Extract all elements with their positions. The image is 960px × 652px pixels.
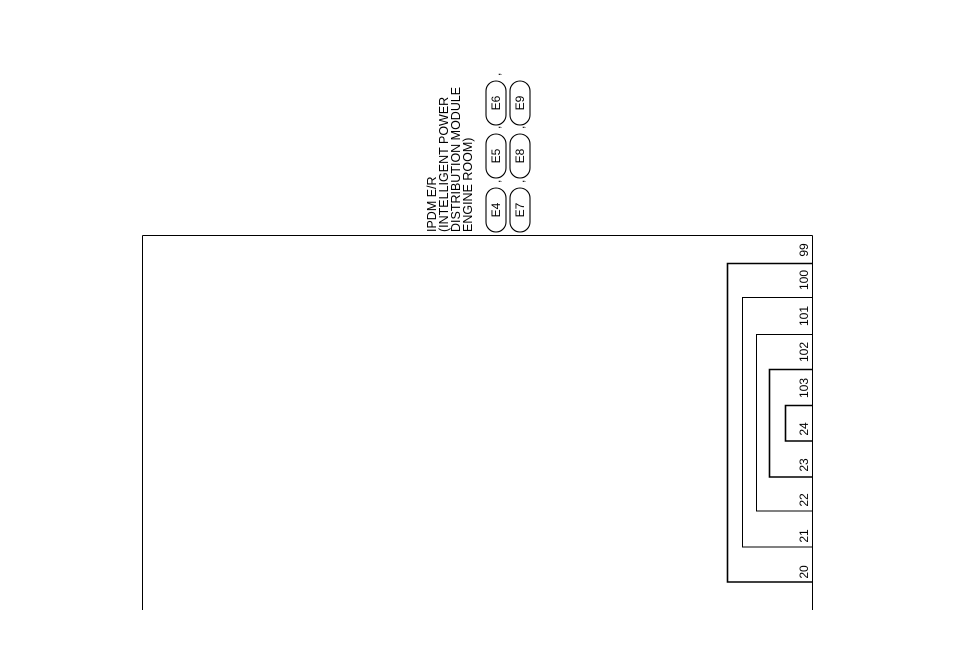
- connector-separator: ,: [489, 73, 503, 76]
- svg-text:DISTRIBUTION MODULE: DISTRIBUTION MODULE: [449, 87, 463, 232]
- connector-separator: ,: [513, 180, 527, 183]
- terminal-label: 99: [797, 243, 811, 257]
- svg-text:ENGINE ROOM): ENGINE ROOM): [461, 138, 475, 232]
- terminal-label: 102: [797, 342, 811, 362]
- svg-text:E9: E9: [513, 95, 527, 110]
- connector-e5: E5: [485, 133, 507, 179]
- connector-separator: ,: [513, 126, 527, 129]
- svg-text:E4: E4: [489, 202, 503, 217]
- loop-20-99: [726, 262, 812, 583]
- module-title: IPDM E/R (INTELLIGENT POWER DISTRIBUTION…: [425, 87, 475, 232]
- svg-text:IPDM E/R: IPDM E/R: [425, 176, 439, 232]
- svg-text:E8: E8: [513, 148, 527, 163]
- module-outline: [142, 235, 813, 610]
- connector-e6: E6: [485, 80, 507, 126]
- connector-e4: E4: [485, 187, 507, 233]
- terminal-label: 101: [797, 306, 811, 326]
- terminal-label: 23: [797, 458, 811, 472]
- connector-row-1: E4 , E5 , E6 ,: [485, 73, 507, 233]
- connector-e8: E8: [509, 133, 531, 179]
- connector-separator: ,: [489, 180, 503, 183]
- terminal-label: 103: [797, 378, 811, 398]
- svg-text:E6: E6: [489, 95, 503, 110]
- terminal-label: 100: [797, 270, 811, 290]
- connector-e7: E7: [509, 187, 531, 233]
- internal-connections: [726, 262, 812, 583]
- terminal-label: 20: [797, 565, 811, 579]
- terminal-label: 21: [797, 529, 811, 543]
- loop-22-101: [756, 334, 812, 512]
- connector-row-2: E7 , E8 , E9: [509, 80, 531, 233]
- connector-e9: E9: [509, 80, 531, 126]
- terminal-label: 24: [797, 422, 811, 436]
- connector-separator: ,: [489, 126, 503, 129]
- terminal-labels: 20 21 22 23 24 103 102 101 100 99: [797, 243, 811, 579]
- svg-text:E7: E7: [513, 202, 527, 217]
- terminal-label: 22: [797, 493, 811, 507]
- loop-23-102: [768, 368, 812, 478]
- svg-text:E5: E5: [489, 148, 503, 163]
- loop-21-100: [742, 297, 812, 548]
- svg-text:(INTELLIGENT POWER: (INTELLIGENT POWER: [437, 97, 451, 232]
- loop-24-103: [784, 404, 812, 442]
